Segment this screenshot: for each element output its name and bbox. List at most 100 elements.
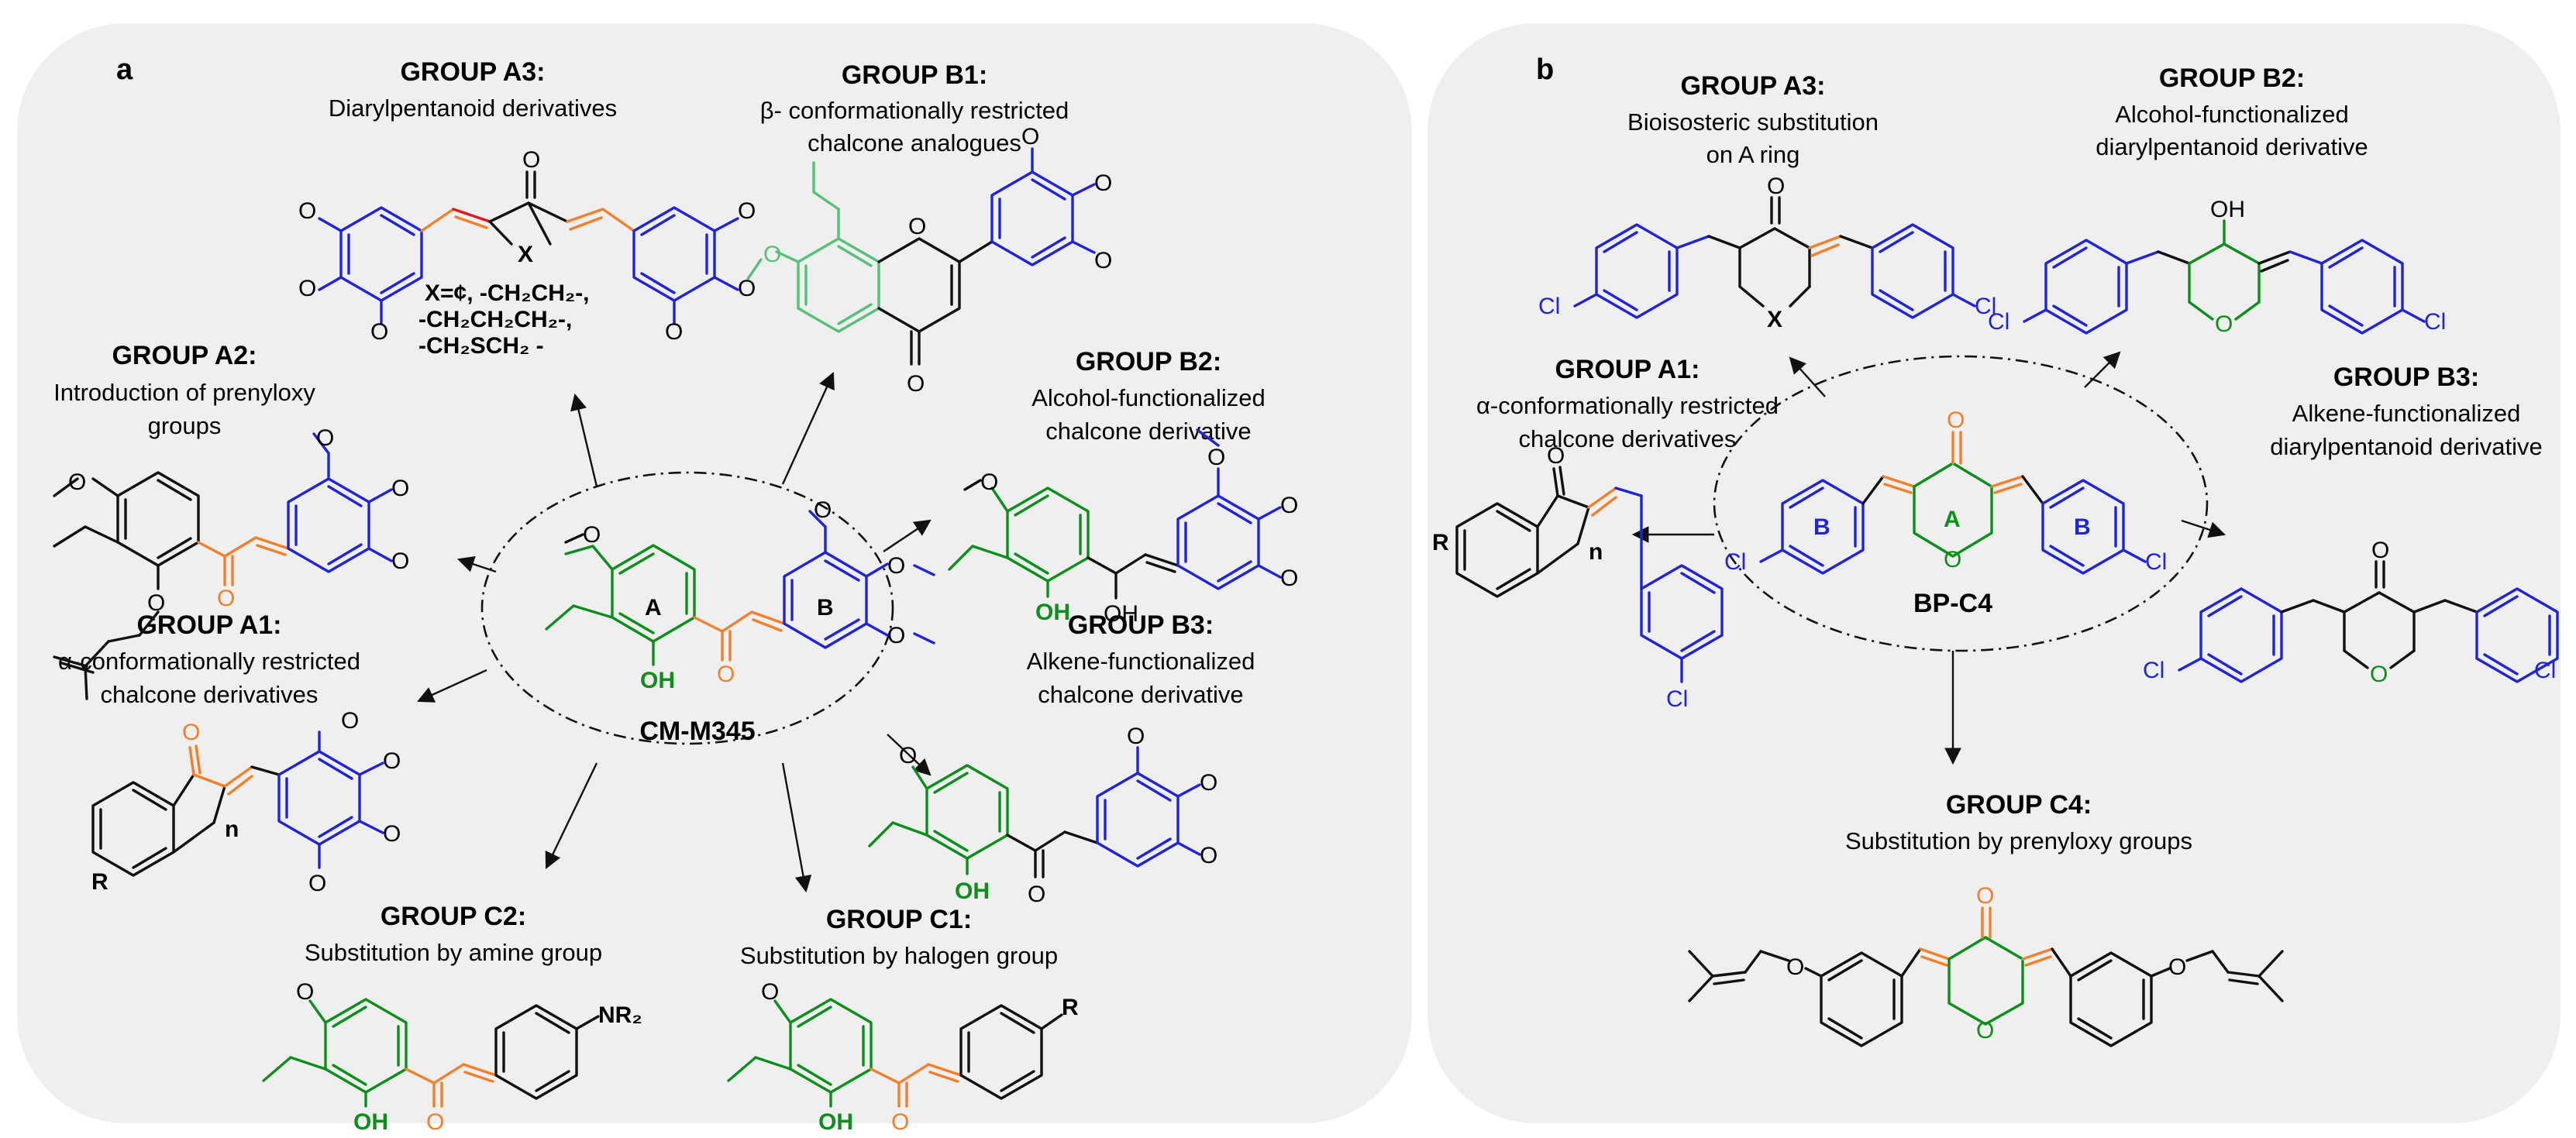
svg-text:β- conformationally restricted: β- conformationally restricted — [760, 97, 1069, 124]
panel-a-label: a — [116, 53, 133, 86]
svg-text:O: O — [763, 242, 781, 267]
molecule-b-B3: O O Cl Cl — [2143, 538, 2559, 687]
svg-text:Cl: Cl — [2424, 309, 2446, 335]
molecule-a-B2: O OH OH O O O — [948, 428, 1298, 627]
svg-text:n: n — [1589, 539, 1603, 565]
svg-text:O: O — [1094, 170, 1112, 196]
svg-text:O: O — [738, 276, 756, 301]
svg-text:O: O — [308, 871, 326, 896]
svg-text:O: O — [1028, 882, 1045, 907]
svg-text:Cl: Cl — [2143, 658, 2164, 683]
svg-text:O: O — [665, 319, 683, 345]
svg-text:Introduction of prenyloxy: Introduction of prenyloxy — [53, 379, 315, 406]
molecule-a-B3: O OH O O O O — [868, 724, 1217, 907]
svg-text:GROUP C4:: GROUP C4: — [1946, 790, 2092, 820]
group-header-b-B2: GROUP B2: Alcohol-functionalized diarylp… — [2096, 64, 2368, 160]
svg-text:O: O — [907, 371, 925, 397]
molecule-a-C2: O OH O NR₂ — [262, 979, 642, 1135]
svg-text:O: O — [1786, 954, 1804, 980]
svg-text:chalcone analogues: chalcone analogues — [808, 129, 1021, 156]
svg-text:O: O — [887, 623, 905, 648]
panel-b-label: b — [1536, 53, 1554, 86]
svg-text:O: O — [1976, 1018, 1994, 1043]
molecule-b-A1: O n R Cl — [1432, 443, 1724, 712]
svg-text:GROUP A1:: GROUP A1: — [1555, 355, 1700, 384]
svg-text:O: O — [908, 214, 926, 239]
arrows-panel-a — [417, 372, 932, 893]
svg-text:R: R — [1062, 995, 1079, 1020]
svg-text:O: O — [887, 553, 905, 579]
svg-text:O: O — [2371, 538, 2389, 563]
svg-text:GROUP A3:: GROUP A3: — [1680, 71, 1825, 101]
svg-text:Cl: Cl — [2145, 549, 2167, 575]
svg-text:Cl: Cl — [1975, 294, 1996, 319]
svg-text:OH: OH — [818, 1109, 853, 1135]
svg-text:O: O — [1767, 174, 1785, 199]
svg-text:Alkene-functionalized: Alkene-functionalized — [1027, 648, 1255, 675]
svg-text:A: A — [1944, 507, 1961, 532]
svg-text:α-conformationally restricted: α-conformationally restricted — [58, 648, 360, 675]
svg-text:on A ring: on A ring — [1706, 141, 1800, 168]
svg-text:O: O — [1021, 124, 1039, 150]
group-header-a-C1: GROUP C1: Substitution by halogen group — [740, 905, 1058, 969]
x-options-line-2: -CH₂CH₂CH₂-, — [418, 307, 572, 332]
svg-text:Substitution by amine group: Substitution by amine group — [305, 939, 602, 966]
molecule-bp-c4: O O A B B Cl Cl BP-C4 — [1724, 407, 2167, 618]
svg-text:O: O — [383, 748, 401, 774]
panel-b-background — [1427, 23, 2561, 1123]
svg-text:Bioisosteric substitution: Bioisosteric substitution — [1627, 108, 1879, 136]
molecule-cm-m345: O OH O O O O A B CM-M345 — [545, 497, 935, 746]
group-header-a-B1: GROUP B1: β- conformationally restricted… — [760, 60, 1069, 156]
svg-text:O: O — [182, 720, 200, 745]
svg-text:Substitution by halogen group: Substitution by halogen group — [740, 942, 1058, 969]
group-header-a-A3: GROUP A3: Diarylpentanoid derivatives — [329, 57, 617, 122]
svg-text:O: O — [1200, 770, 1217, 796]
svg-text:O: O — [1947, 407, 1965, 433]
molecule-b-C4: O O O O — [1688, 883, 2284, 1047]
svg-text:O: O — [899, 743, 917, 768]
svg-text:O: O — [522, 147, 540, 173]
svg-text:O: O — [68, 469, 86, 495]
svg-text:n: n — [225, 817, 239, 842]
svg-text:O: O — [1976, 883, 1994, 909]
svg-text:O: O — [391, 548, 409, 574]
svg-text:GROUP C2:: GROUP C2: — [381, 902, 526, 931]
svg-text:O: O — [717, 662, 735, 687]
svg-text:O: O — [1200, 843, 1217, 868]
svg-text:diarylpentanoid derivative: diarylpentanoid derivative — [2270, 433, 2543, 460]
svg-text:OH: OH — [1035, 600, 1070, 625]
svg-text:O: O — [1944, 547, 1961, 572]
svg-text:Cl: Cl — [2534, 658, 2556, 683]
svg-text:chalcone derivative: chalcone derivative — [1038, 681, 1243, 708]
molecule-a-C1: O OH O R — [727, 979, 1079, 1135]
svg-text:B: B — [2074, 514, 2091, 540]
svg-text:R: R — [91, 869, 108, 895]
svg-text:GROUP A2:: GROUP A2: — [112, 341, 257, 370]
group-header-a-C2: GROUP C2: Substitution by amine group — [305, 902, 602, 966]
panel-a-background — [17, 23, 1412, 1123]
svg-text:OH: OH — [2210, 197, 2245, 222]
svg-text:O: O — [298, 198, 316, 224]
svg-text:OH: OH — [353, 1109, 388, 1135]
svg-text:O: O — [383, 821, 401, 847]
svg-text:O: O — [296, 979, 314, 1005]
svg-text:O: O — [1207, 445, 1225, 470]
molecule-a-A3: O X O O O O O O X=¢, -CH₂CH₂-, -CH₂CH₂CH… — [298, 147, 756, 359]
svg-text:O: O — [814, 497, 832, 523]
svg-text:Substitution by prenyloxy grou: Substitution by prenyloxy groups — [1845, 827, 2192, 854]
svg-text:GROUP A1:: GROUP A1: — [136, 610, 281, 640]
svg-text:B: B — [817, 595, 834, 621]
group-header-a-A1: GROUP A1: α-conformationally restricted … — [58, 610, 360, 708]
svg-text:diarylpentanoid derivative: diarylpentanoid derivative — [2096, 133, 2368, 160]
svg-text:α-conformationally restricted: α-conformationally restricted — [1476, 392, 1779, 419]
svg-text:O: O — [2168, 954, 2186, 980]
group-header-b-C4: GROUP C4: Substitution by prenyloxy grou… — [1845, 790, 2192, 854]
svg-text:OH: OH — [640, 668, 675, 693]
svg-text:O: O — [1127, 724, 1145, 749]
svg-text:O: O — [217, 586, 235, 611]
svg-text:X: X — [1767, 307, 1782, 332]
molecule-a-A1: O n R O O O O — [91, 708, 401, 896]
svg-text:O: O — [980, 469, 998, 495]
svg-text:O: O — [1280, 566, 1298, 591]
